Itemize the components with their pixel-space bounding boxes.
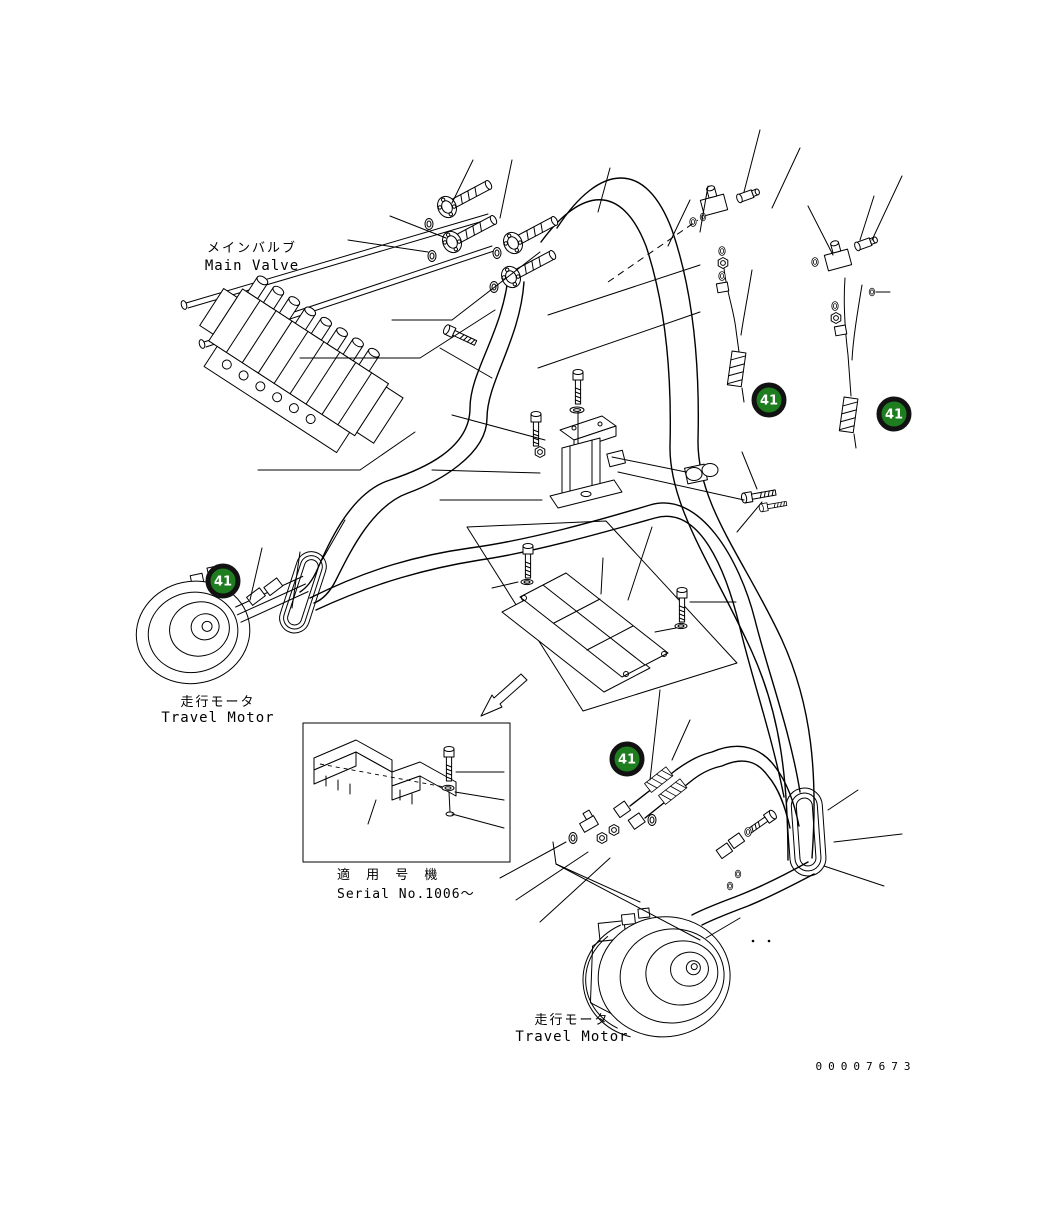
hose-main-inner	[540, 199, 789, 861]
hose-guard-loop-left	[279, 551, 327, 634]
travel-motor-left-label-en: Travel Motor	[161, 710, 274, 726]
travel-motor-bottom	[582, 907, 731, 1038]
plug-fitting	[854, 236, 878, 252]
svg-text:41: 41	[760, 394, 778, 409]
elbow-fitting	[579, 809, 599, 833]
travel-motor-bottom-label-en: Travel Motor	[515, 1029, 628, 1045]
bottom-fittings	[568, 766, 688, 844]
cover-plate-box	[466, 520, 738, 717]
leader-lines	[249, 129, 903, 941]
valve-port-studs	[221, 359, 316, 425]
hose-bottom-a	[629, 745, 800, 827]
labels: メインバルブ Main Valve 走行モータ Travel Motor 走行モ…	[161, 240, 917, 1073]
bolt	[441, 323, 479, 349]
svg-text:41: 41	[214, 575, 232, 590]
hose-main-outer	[556, 177, 815, 859]
hose-motor-a	[691, 861, 809, 916]
hose-motor-b	[701, 873, 815, 926]
main-valve-assembly	[199, 275, 404, 454]
pipe-clamp-right	[684, 463, 788, 513]
svg-text:41: 41	[618, 753, 636, 768]
hose-guard-loop-right	[785, 787, 827, 877]
elbow-fitting	[823, 240, 853, 272]
callouts: 41 41 41 41	[205, 382, 912, 777]
bottom-right-fittings	[715, 808, 779, 943]
valve-flange-hoses	[424, 173, 563, 349]
callout-41-bottom-hose[interactable]: 41	[609, 741, 645, 777]
main-valve-label-jp: メインバルブ	[207, 240, 297, 256]
serial-detail-box	[302, 722, 511, 863]
center-bracket	[530, 369, 626, 509]
callout-41-left-motor[interactable]: 41	[205, 563, 241, 599]
serial-note-jp: 適 用 号 機	[337, 867, 443, 883]
callout-41-hose2[interactable]: 41	[876, 396, 912, 432]
elbow-fitting	[699, 185, 729, 217]
hose-bottom-b	[644, 760, 791, 829]
main-valve-label-en: Main Valve	[205, 258, 299, 274]
travel-motor-bottom-label-jp: 走行モータ	[534, 1013, 609, 1028]
svg-text:41: 41	[885, 408, 903, 423]
top-right-fittings	[689, 185, 891, 449]
serial-note-en: Serial No.1006～	[337, 887, 475, 902]
hose-left-b	[313, 281, 525, 604]
detail-arrow	[480, 673, 528, 717]
hose-cross-b	[315, 515, 785, 798]
travel-motor-left-label-jp: 走行モータ	[180, 695, 255, 710]
hydraulic-hoses	[180, 177, 815, 926]
drawing-number: 00007673	[816, 1060, 917, 1073]
callout-41-hose1[interactable]: 41	[751, 382, 787, 418]
valve-section-caps	[247, 275, 380, 372]
plug-fitting	[736, 188, 760, 204]
hose-cross-a	[309, 502, 801, 793]
